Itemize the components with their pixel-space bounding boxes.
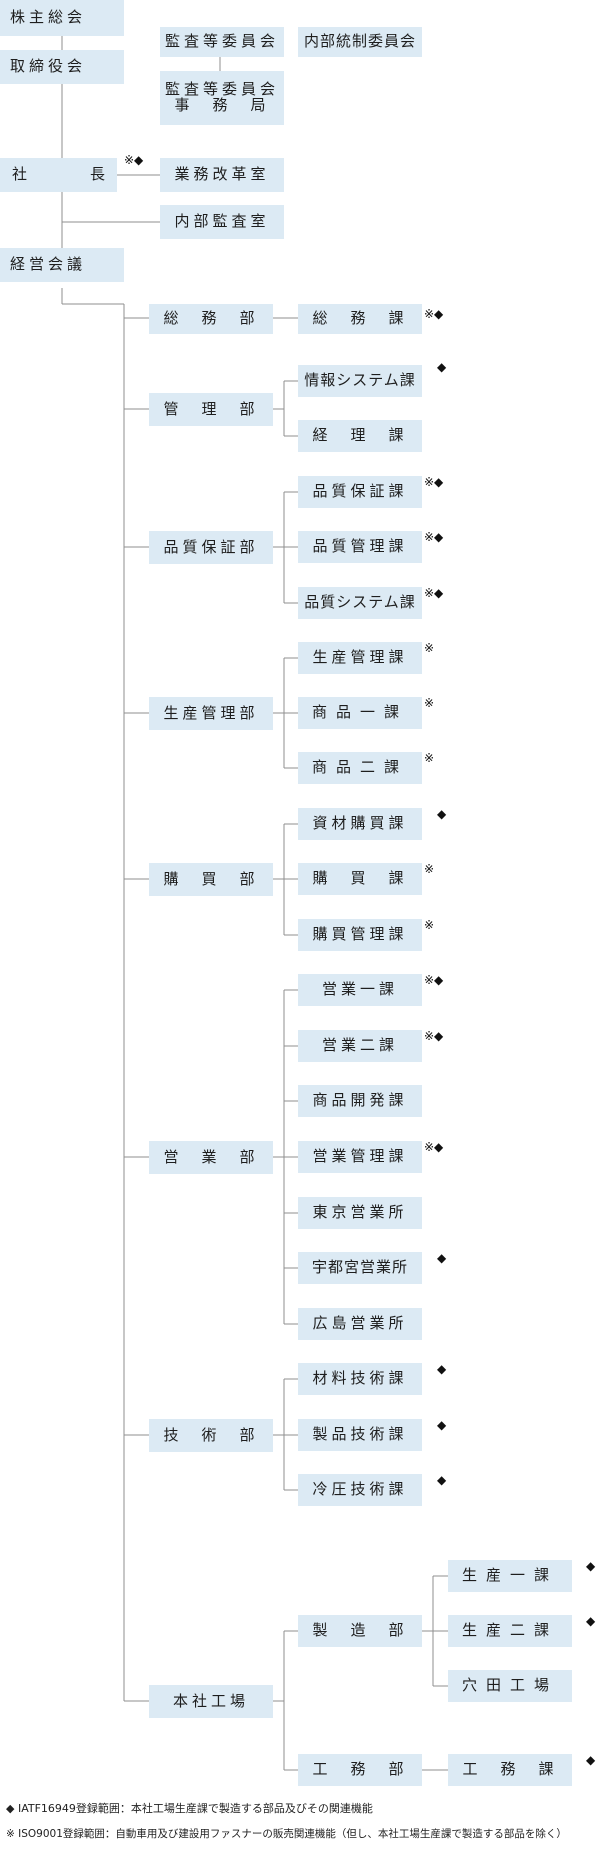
mark-quality-control: ※◆ bbox=[424, 530, 444, 544]
dept-works: 工 務 部 bbox=[298, 1754, 422, 1786]
sec-sales-2: 営業二課 bbox=[298, 1030, 422, 1062]
sec-product-development: 商品開発課 bbox=[298, 1085, 422, 1117]
sec-product-tech: 製品技術課 bbox=[298, 1419, 422, 1451]
sec-quality-assurance: 品質保証課 bbox=[298, 476, 422, 508]
legend-iso: ※ ISO9001登録範囲：自動車用及び建設用ファスナーの販売関連機能（但し、本… bbox=[6, 1828, 567, 1840]
mark-materials-purchasing: ◆ bbox=[437, 807, 447, 821]
sec-product-2: 商品二課 bbox=[298, 752, 422, 784]
dept-sales: 営 業 部 bbox=[149, 1141, 273, 1174]
sec-sales-control: 営業管理課 bbox=[298, 1141, 422, 1173]
node-business-reform: 業務改革室 bbox=[160, 158, 284, 192]
mark-info-systems: ◆ bbox=[437, 360, 447, 374]
mark-sales-1: ※◆ bbox=[424, 973, 444, 987]
mark-works: ◆ bbox=[586, 1753, 596, 1767]
node-internal-audit: 内部監査室 bbox=[160, 205, 284, 239]
dept-production-control: 生産管理部 bbox=[149, 697, 273, 730]
mark-material-tech: ◆ bbox=[437, 1362, 447, 1376]
sec-product-1: 商品一課 bbox=[298, 697, 422, 729]
mark-sales-control: ※◆ bbox=[424, 1140, 444, 1154]
sec-accounting: 経 理 課 bbox=[298, 420, 422, 452]
node-management-meeting: 経営会議 bbox=[0, 248, 124, 282]
mark-production-2: ◆ bbox=[586, 1614, 596, 1628]
node-board: 取締役会 bbox=[0, 50, 124, 84]
mark-president: ※◆ bbox=[124, 153, 144, 167]
mark-production-1: ◆ bbox=[586, 1559, 596, 1573]
dept-head-factory: 本社工場 bbox=[149, 1685, 273, 1718]
mark-purchasing: ※ bbox=[424, 862, 435, 876]
node-internal-control: 内部統制委員会 bbox=[298, 27, 422, 57]
sec-info-systems: 情報システム課 bbox=[298, 365, 422, 397]
node-audit-office: 監査等委員会 事 務 局 bbox=[160, 71, 284, 125]
dept-quality-assurance: 品質保証部 bbox=[149, 531, 273, 564]
sec-materials-purchasing: 資材購買課 bbox=[298, 808, 422, 840]
mark-sales-2: ※◆ bbox=[424, 1029, 444, 1043]
mark-purchasing-control: ※ bbox=[424, 918, 435, 932]
mark-quality-assurance: ※◆ bbox=[424, 475, 444, 489]
mark-utsunomiya-office: ◆ bbox=[437, 1251, 447, 1265]
sec-utsunomiya-office: 宇都宮営業所 bbox=[298, 1252, 422, 1284]
dept-admin: 管 理 部 bbox=[149, 393, 273, 426]
sec-purchasing: 購 買 課 bbox=[298, 863, 422, 895]
sec-production-1: 生産一課 bbox=[448, 1560, 572, 1592]
mark-product-2: ※ bbox=[424, 751, 435, 765]
sec-general-affairs: 総 務 課 bbox=[298, 304, 422, 334]
mark-quality-systems: ※◆ bbox=[424, 586, 444, 600]
sec-sales-1: 営業一課 bbox=[298, 974, 422, 1006]
dept-technology: 技 術 部 bbox=[149, 1419, 273, 1452]
mark-product-tech: ◆ bbox=[437, 1418, 447, 1432]
dept-manufacturing: 製 造 部 bbox=[298, 1615, 422, 1647]
sec-works: 工 務 課 bbox=[448, 1754, 572, 1786]
sec-hiroshima-office: 広島営業所 bbox=[298, 1308, 422, 1340]
node-president: 社 長 bbox=[0, 158, 117, 192]
sec-quality-systems: 品質システム課 bbox=[298, 587, 422, 619]
sec-production-2: 生産二課 bbox=[448, 1615, 572, 1647]
mark-product-1: ※ bbox=[424, 696, 435, 710]
sec-tokyo-office: 東京営業所 bbox=[298, 1197, 422, 1229]
mark-cold-press-tech: ◆ bbox=[437, 1473, 447, 1487]
sec-purchasing-control: 購買管理課 bbox=[298, 919, 422, 951]
president-label-b: 長 bbox=[89, 165, 105, 184]
mark-general-affairs: ※◆ bbox=[424, 307, 444, 321]
dept-general-affairs: 総 務 部 bbox=[149, 304, 273, 334]
legend-iatf: ◆ IATF16949登録範囲：本社工場生産課で製造する部品及びその関連機能 bbox=[6, 1802, 373, 1815]
sec-anada-factory: 穴田工場 bbox=[448, 1670, 572, 1702]
sec-production-control: 生産管理課 bbox=[298, 642, 422, 674]
president-label-a: 社 bbox=[12, 165, 28, 184]
dept-purchasing: 購 買 部 bbox=[149, 863, 273, 896]
node-audit-committee: 監査等委員会 bbox=[160, 27, 284, 57]
mark-production-control: ※ bbox=[424, 641, 435, 655]
sec-cold-press-tech: 冷圧技術課 bbox=[298, 1474, 422, 1506]
sec-material-tech: 材料技術課 bbox=[298, 1363, 422, 1395]
sec-quality-control: 品質管理課 bbox=[298, 531, 422, 563]
node-shareholders: 株主総会 bbox=[0, 0, 124, 36]
